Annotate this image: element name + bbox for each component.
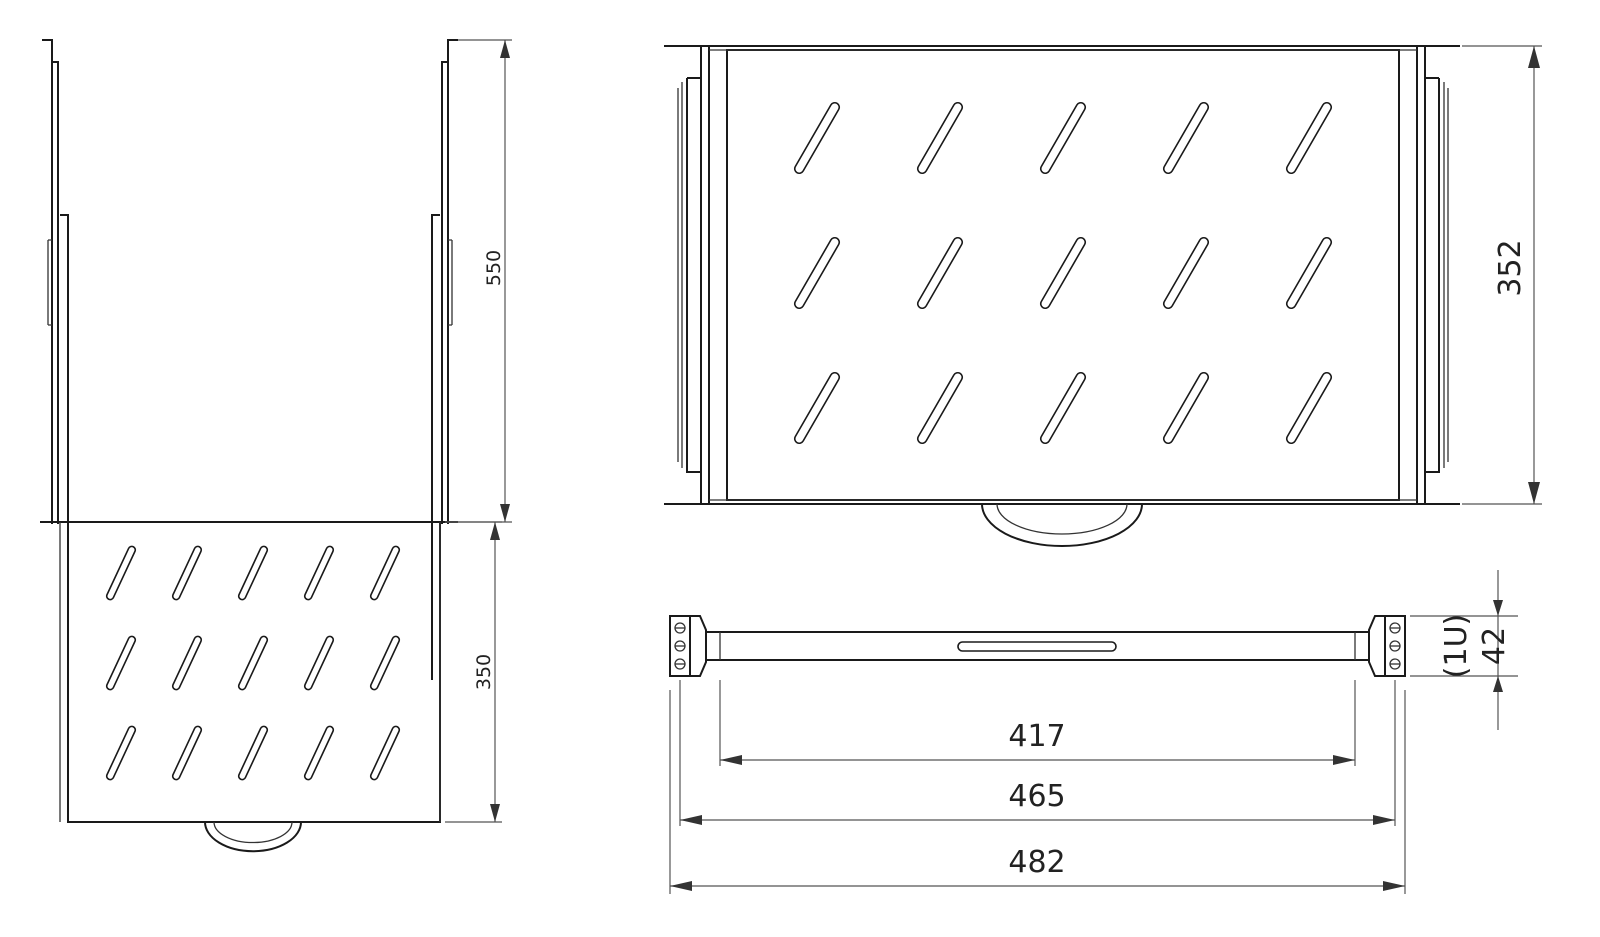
- ventilation-slot: [171, 545, 203, 601]
- shelf-front: [705, 631, 1370, 661]
- ventilation-slot: [1162, 371, 1210, 445]
- ventilation-slot: [1285, 371, 1333, 445]
- front-view: (1U) 42 417 465 482: [669, 570, 1518, 894]
- ventilation-slot: [793, 371, 841, 445]
- ventilation-slot: [303, 545, 335, 601]
- ventilation-slot: [1162, 236, 1210, 310]
- dimension-550: 550: [445, 39, 512, 523]
- ventilation-slot: [916, 236, 964, 310]
- ventilation-slot: [1162, 101, 1210, 175]
- ventilation-slot: [1285, 236, 1333, 310]
- ventilation-slot: [171, 725, 203, 781]
- dimension-label-352: 352: [1493, 239, 1528, 296]
- ventilation-slot: [237, 635, 269, 691]
- left-mount-bracket: [669, 615, 691, 677]
- ventilation-slot: [303, 725, 335, 781]
- dimension-label-350: 350: [473, 654, 495, 690]
- tray-handle: [204, 821, 302, 853]
- top-view: 352: [664, 45, 1542, 547]
- ventilation-slot: [105, 635, 137, 691]
- dimension-label-417: 417: [1008, 719, 1065, 754]
- dimension-label-550: 550: [483, 250, 505, 286]
- ventilation-slot: [1039, 236, 1087, 310]
- ventilation-slot: [237, 725, 269, 781]
- shelf-handle: [981, 503, 1143, 547]
- dimension-label-465: 465: [1008, 779, 1065, 814]
- ventilation-slot: [237, 545, 269, 601]
- dimension-label-482: 482: [1008, 845, 1065, 880]
- ventilation-slot: [916, 371, 964, 445]
- dimension-352: 352: [1462, 45, 1542, 505]
- ventilation-slot: [303, 635, 335, 691]
- dimension-label-42: 42: [1477, 627, 1512, 665]
- ventilation-slot: [369, 545, 401, 601]
- ventilation-slots: [105, 545, 401, 781]
- ventilation-slot: [793, 101, 841, 175]
- dimension-label-1u: (1U): [1439, 614, 1474, 678]
- ventilation-slot: [171, 635, 203, 691]
- dimension-465: 465: [679, 680, 1396, 826]
- ventilation-slot: [916, 101, 964, 175]
- left-rail: [42, 39, 69, 680]
- ventilation-slot: [1285, 101, 1333, 175]
- dimension-482: 482: [669, 690, 1406, 894]
- dimension-417: 417: [719, 680, 1356, 766]
- ventilation-slot: [105, 545, 137, 601]
- extended-shelf-view: 550 350: [40, 39, 512, 853]
- right-mount-bracket: [1384, 615, 1406, 677]
- dimension-350: 350: [445, 521, 502, 823]
- right-rail: [431, 39, 458, 680]
- ventilation-slot: [369, 635, 401, 691]
- dimension-42: (1U) 42: [1410, 570, 1518, 730]
- ventilation-slot: [793, 236, 841, 310]
- ventilation-slot: [1039, 101, 1087, 175]
- ventilation-slot: [369, 725, 401, 781]
- ventilation-slot: [105, 725, 137, 781]
- ventilation-slots-top: [793, 101, 1333, 445]
- ventilation-slot: [1039, 371, 1087, 445]
- front-handle-slot: [957, 641, 1117, 652]
